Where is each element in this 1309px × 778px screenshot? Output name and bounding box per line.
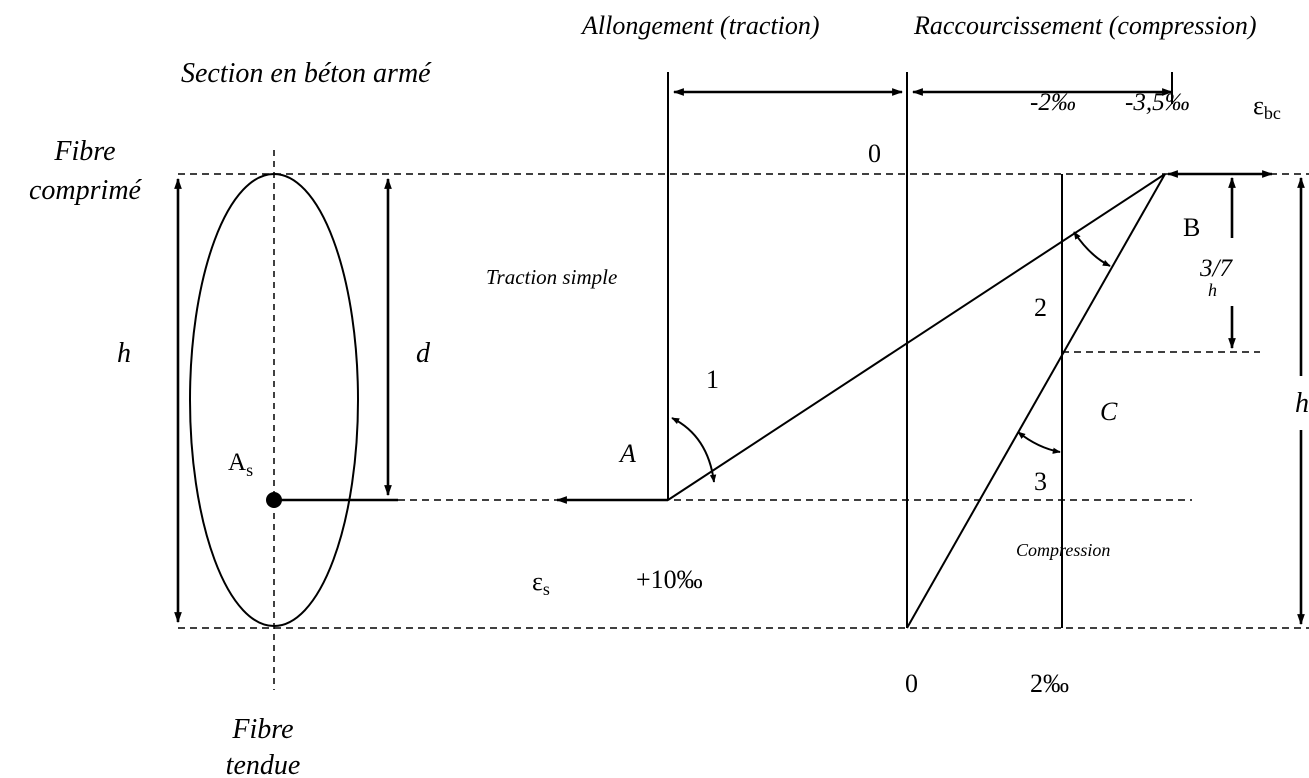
three-sevenths-h-label: h (1208, 280, 1217, 300)
zero-bottom-label: 0 (905, 669, 918, 698)
plus-ten-permil-label: +10‰ (636, 565, 703, 594)
two-permil-label: 2‰ (1030, 669, 1069, 698)
pivot-c-label: C (1100, 397, 1118, 426)
d-label: d (416, 338, 431, 369)
elongation-label: Allongement (traction) (580, 11, 820, 40)
compressed-fiber-label-1: Fibre (53, 136, 115, 167)
zero-top-label: 0 (868, 139, 881, 168)
compression-label: Compression (1016, 540, 1110, 560)
compressed-fiber-label-2: comprimé (29, 175, 143, 206)
rotation-arrow-domain-2 (1073, 231, 1111, 267)
section-title: Section en béton armé (181, 58, 432, 89)
domain-3-label: 3 (1034, 467, 1047, 496)
simple-tension-label: Traction simple (486, 265, 617, 289)
three-sevenths-label: 3/7 (1199, 255, 1233, 282)
tensioned-fiber-label-1: Fibre (231, 714, 293, 745)
pivot-a-label: A (618, 439, 636, 468)
h-left-label: h (117, 338, 131, 369)
concrete-strain-label: εbc (1253, 91, 1281, 123)
steel-area-label: As (228, 449, 253, 480)
concrete-section-ellipse (189, 173, 359, 627)
pivot-b-line (906, 173, 1166, 629)
domain-2-label: 2 (1034, 293, 1047, 322)
minus-two-permil-label: -2‰ (1030, 89, 1076, 116)
rotation-arrow-domain-1 (671, 417, 717, 483)
h-right-label: h (1295, 388, 1309, 419)
shortening-label: Raccourcissement (compression) (913, 11, 1256, 40)
pivot-a-line (667, 173, 1166, 501)
tensioned-fiber-label-2: tendue (226, 750, 301, 778)
rotation-arrow-domain-3 (1017, 431, 1061, 454)
steel-strain-label: εs (532, 567, 550, 599)
pivot-b-label: B (1183, 213, 1200, 242)
minus-three-five-permil-label: -3,5‰ (1125, 89, 1190, 116)
domain-1-label: 1 (706, 365, 719, 394)
